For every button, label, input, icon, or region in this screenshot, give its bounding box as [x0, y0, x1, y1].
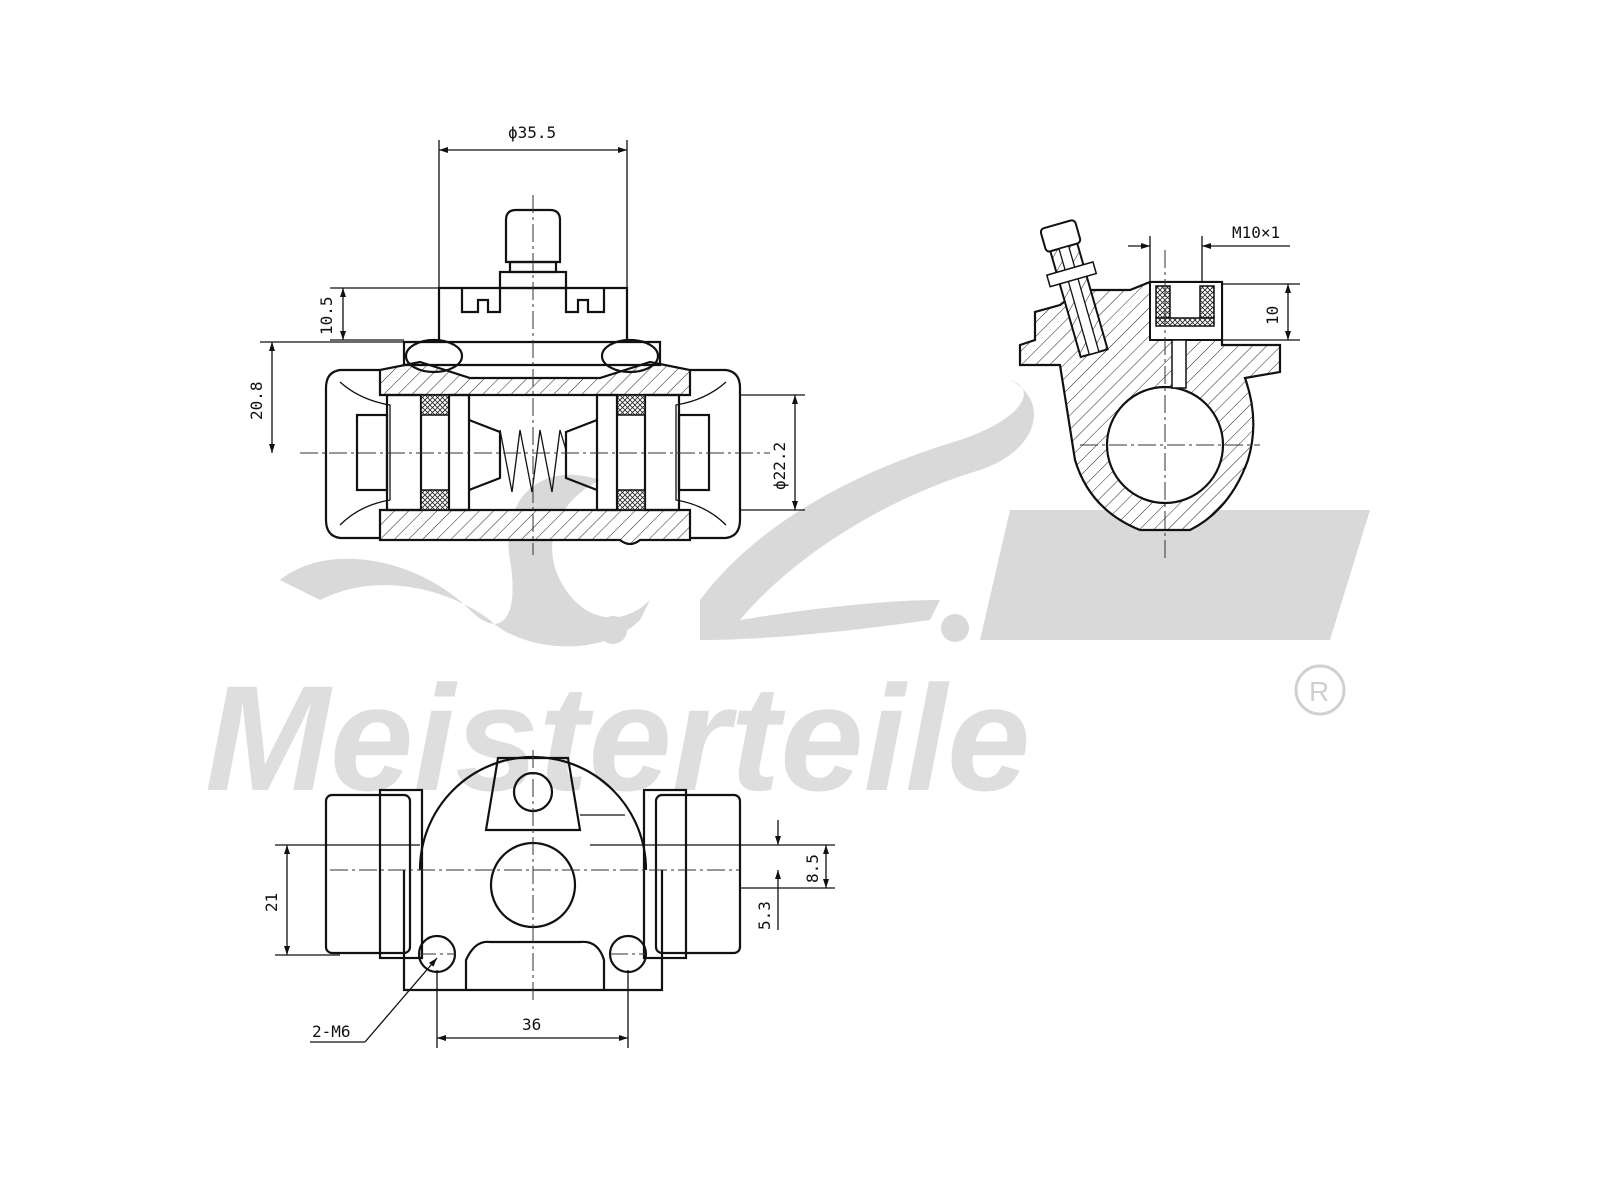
dim-port-depth: 10 — [1263, 306, 1282, 325]
bottom-view: 21 8.5 5.3 36 2-M6 — [262, 750, 835, 1048]
dim-thread: M10×1 — [1232, 223, 1280, 242]
dim-height: 21 — [262, 893, 281, 912]
registered-mark: R — [1309, 676, 1329, 707]
dim-outer-diameter: ϕ35.5 — [508, 123, 556, 142]
dim-bleed-height: 10.5 — [317, 296, 336, 335]
front-section-view: ϕ35.5 10.5 20.8 ϕ22.2 — [247, 123, 805, 555]
dim-offset-lower: 5.3 — [755, 901, 774, 930]
dim-center-height: 20.8 — [247, 381, 266, 420]
dim-bore-diameter: ϕ22.2 — [770, 442, 789, 490]
dim-bolt-thread: 2-M6 — [312, 1022, 351, 1041]
dim-offset-upper: 8.5 — [803, 854, 822, 883]
side-section-view: M10×1 10 — [1018, 219, 1300, 560]
dim-bolt-spacing: 36 — [522, 1015, 541, 1034]
